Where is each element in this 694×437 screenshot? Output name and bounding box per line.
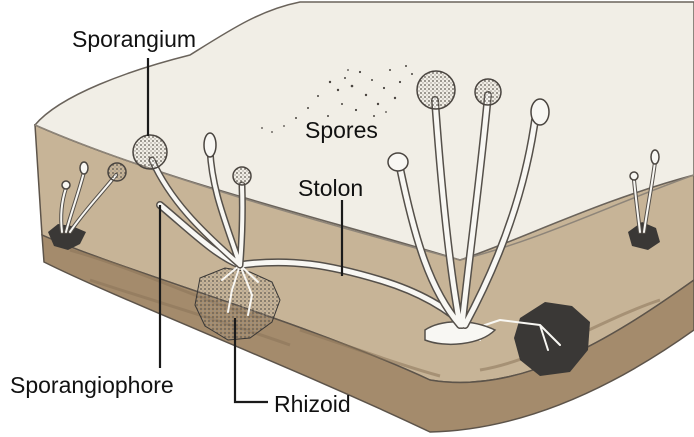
label-sporangium: Sporangium [72,26,196,52]
label-stolon: Stolon [298,175,363,201]
sporangium-head [133,135,167,169]
label-rhizoid: Rhizoid [274,391,351,417]
label-sporangiophore: Sporangiophore [10,372,174,398]
bread-slice [35,2,694,432]
label-spores: Spores [305,117,378,143]
